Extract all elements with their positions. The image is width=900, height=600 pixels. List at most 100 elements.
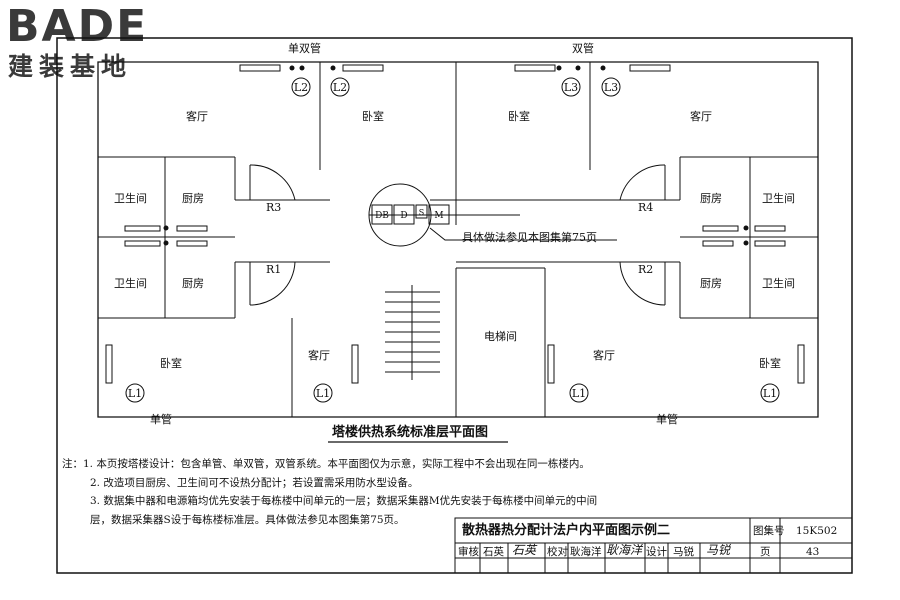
radiator-icon: [124, 240, 161, 247]
brand-logo: BADE 建装基地: [6, 4, 186, 84]
valve-icon: [600, 65, 606, 71]
radiator-icon: [342, 64, 384, 72]
note-line-3: 3. 数据集中器和电源箱均优先安装于每栋楼中间单元的一层；数据采集器M优先安装于…: [90, 495, 598, 507]
review-signature: 石英: [512, 543, 537, 557]
pipe-label-single-left: 单管: [150, 413, 172, 426]
loop-tag-l2a: L2: [294, 81, 308, 94]
valve-icon: [163, 225, 169, 231]
valve-icon: [575, 65, 581, 71]
pipe-label-single-double: 单双管: [288, 42, 321, 55]
loop-tag-circle: [313, 383, 333, 403]
building-outline: [97, 61, 819, 418]
radiator-icon: [514, 64, 556, 72]
radiator-icon: [797, 344, 805, 384]
riser-tag-r4: R4: [638, 201, 654, 214]
check-name: 耿海洋: [570, 546, 602, 558]
room-bath-left-2: 卫生间: [114, 277, 147, 290]
loop-tag-l3a: L3: [564, 81, 578, 94]
loop-tag-l1d: L1: [763, 387, 777, 400]
room-bedroom-bottom-right: 卧室: [759, 357, 781, 370]
check-signature: 耿海洋: [606, 543, 643, 557]
radiator-icon: [124, 225, 161, 232]
note-line-2: 2. 改造项目厨房、卫生间可不设热分配计；若设置需采用防水型设备。: [90, 476, 419, 489]
radiator-icon: [702, 240, 734, 247]
radiator-icon: [176, 225, 208, 232]
room-bath-right-2: 卫生间: [762, 277, 795, 290]
room-bedroom-bottom-left: 卧室: [160, 357, 182, 370]
room-bedroom-top-center: 卧室: [362, 110, 384, 123]
design-label: 设计: [646, 546, 667, 558]
loop-tag-l1c: L1: [572, 387, 586, 400]
riser-tag-r3: R3: [266, 201, 282, 214]
room-living-bottom-left: 客厅: [308, 349, 330, 362]
loop-tag-circle: [330, 77, 350, 97]
room-kitchen-right-2: 厨房: [700, 277, 722, 290]
radiator-icon: [754, 225, 786, 232]
room-living-top-right: 客厅: [690, 110, 712, 123]
plan-title: 塔楼供热系统标准层平面图: [332, 425, 489, 440]
radiator-icon: [629, 64, 671, 72]
riser-tag-r1: R1: [266, 263, 282, 276]
loop-tag-l3b: L3: [604, 81, 618, 94]
equipment-db-box: [371, 204, 393, 225]
atlas-number: 15K502: [796, 525, 838, 537]
radiator-icon: [176, 240, 208, 247]
room-bath-right-1: 卫生间: [762, 192, 795, 205]
valve-icon: [330, 65, 336, 71]
radiator-icon: [239, 64, 281, 72]
radiator-icon: [754, 240, 786, 247]
room-bath-left-1: 卫生间: [114, 192, 147, 205]
page-number: 43: [806, 546, 820, 558]
check-label: 校对: [547, 546, 568, 558]
room-living-top-left: 客厅: [186, 110, 208, 123]
room-kitchen-left-1: 厨房: [182, 192, 204, 205]
detail-callout: 具体做法参见本图集第75页: [462, 231, 597, 244]
review-label: 审核: [458, 546, 479, 558]
radiator-icon: [351, 344, 359, 384]
loop-tag-circle: [291, 77, 311, 97]
page-label: 页: [760, 546, 771, 558]
loop-tag-circle: [601, 77, 621, 97]
equipment-d-label: D: [400, 211, 407, 221]
room-living-bottom-right: 客厅: [593, 349, 615, 362]
notes-block: 注：1. 本页按塔楼设计：包含单管、单双管，双管系统。本平面图仅为示意，实际工程…: [62, 455, 597, 529]
review-name: 石英: [483, 546, 504, 558]
equipment-m-box: [428, 204, 450, 225]
radiator-icon: [105, 344, 113, 384]
loop-tag-circle: [561, 77, 581, 97]
radiator-icon: [702, 225, 739, 232]
loop-tag-l1a: L1: [128, 387, 142, 400]
room-kitchen-left-2: 厨房: [182, 277, 204, 290]
valve-icon: [289, 65, 295, 71]
note-line-4: 层，数据采集器S设于每栋楼标准层。具体做法参见本图集第75页。: [90, 513, 405, 526]
equipment-s-label: S: [419, 208, 424, 217]
valve-icon: [556, 65, 562, 71]
loop-tag-circle: [569, 383, 589, 403]
equipment-m-label: M: [434, 211, 443, 221]
valve-icon: [163, 240, 169, 246]
brand-logo-subtitle: 建装基地: [8, 52, 133, 81]
loop-tag-circle: [760, 383, 780, 403]
radiator-icon: [547, 344, 555, 384]
design-name: 马锐: [673, 546, 694, 558]
equipment-s-box: [415, 204, 428, 219]
equipment-db-label: DB: [375, 211, 389, 221]
brand-logo-text: BADE: [6, 1, 149, 52]
pipe-label-single-right: 单管: [656, 413, 678, 426]
loop-tag-l2b: L2: [333, 81, 347, 94]
note-line-1: 注：1. 本页按塔楼设计：包含单管、单双管，双管系统。本平面图仅为示意，实际工程…: [62, 458, 590, 470]
sheet-title: 散热器热分配计法户内平面图示例二: [462, 523, 671, 538]
valve-icon: [743, 225, 749, 231]
room-bedroom-top-right: 卧室: [508, 110, 530, 123]
riser-tag-r2: R2: [638, 263, 654, 276]
atlas-number-label: 图集号: [753, 525, 785, 537]
pipe-label-double: 双管: [572, 42, 594, 55]
equipment-d-box: [393, 204, 415, 225]
loop-tag-l1b: L1: [316, 387, 330, 400]
valve-icon: [743, 240, 749, 246]
room-kitchen-right-1: 厨房: [700, 192, 722, 205]
room-elevator: 电梯间: [484, 330, 517, 343]
design-signature: 马锐: [706, 543, 731, 557]
loop-tag-circle: [125, 383, 145, 403]
